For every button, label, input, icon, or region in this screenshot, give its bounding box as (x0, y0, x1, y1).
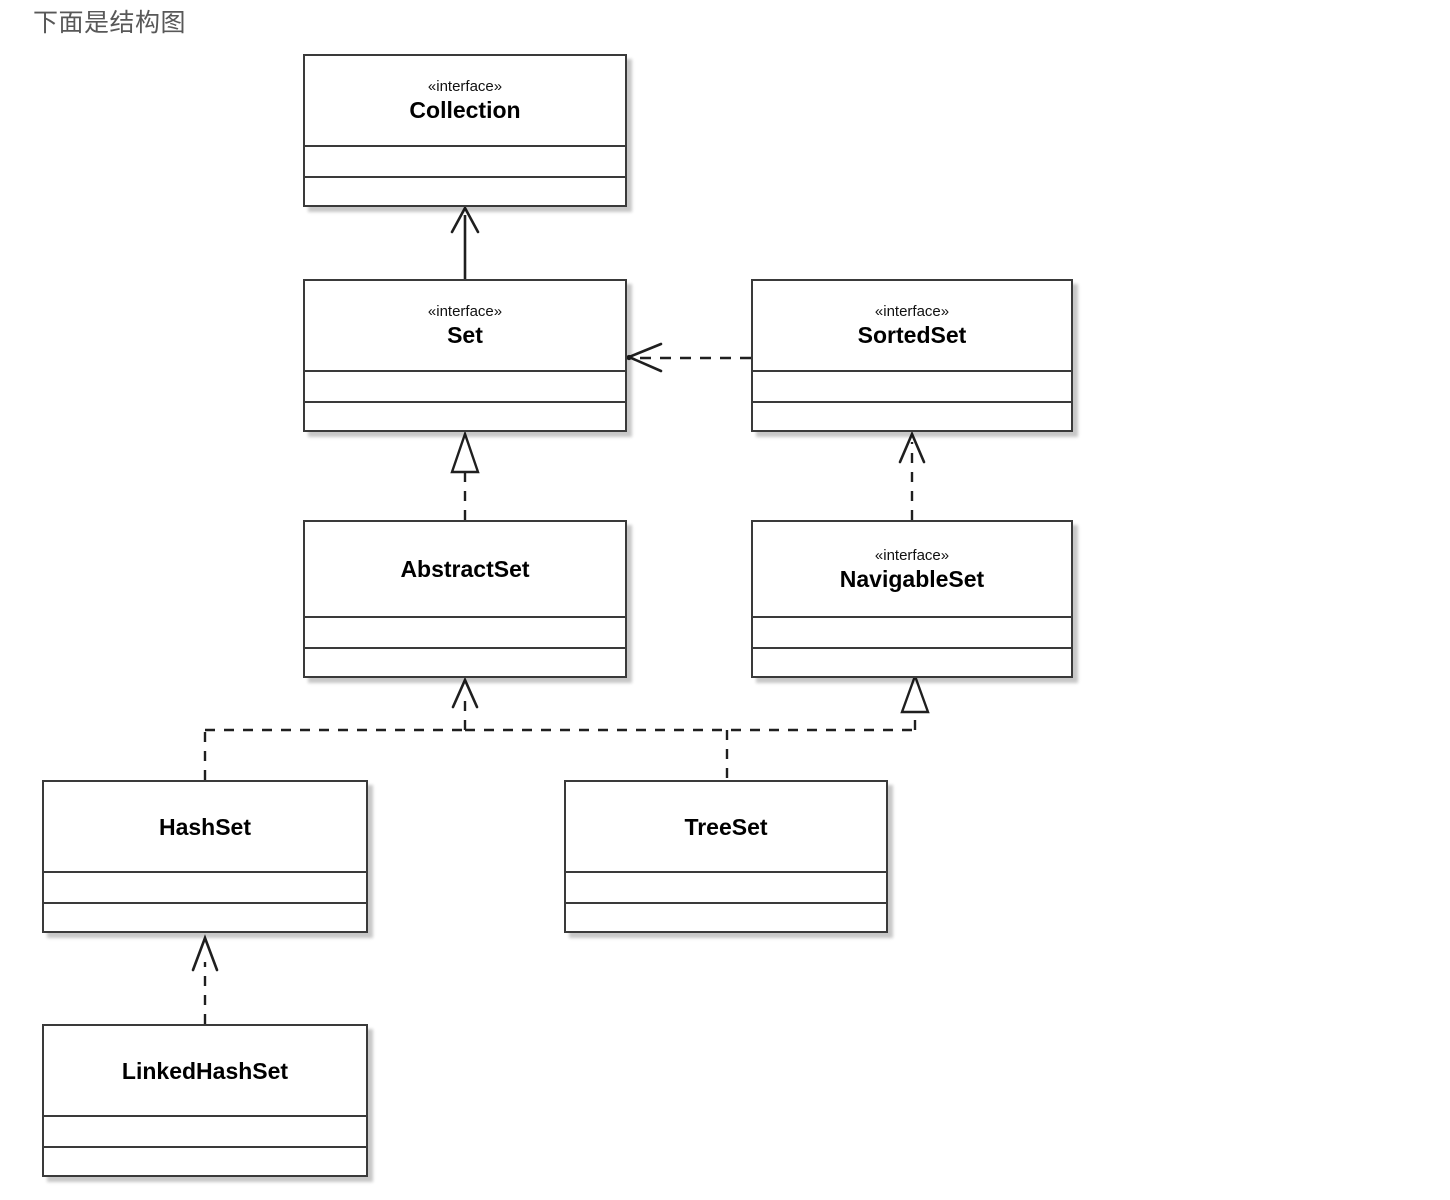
attributes-compartment (566, 873, 886, 904)
operations-compartment (753, 403, 1071, 434)
attributes-compartment (44, 1117, 366, 1148)
edge-navigableset-to-sortedset (898, 430, 926, 520)
attributes-compartment (305, 618, 625, 649)
class-name-cell: «interface» Set (305, 281, 625, 372)
class-name-cell: AbstractSet (305, 522, 625, 618)
attributes-compartment (305, 147, 625, 178)
attributes-compartment (305, 372, 625, 403)
class-title: Set (447, 322, 483, 348)
stereotype-label: «interface» (427, 303, 503, 320)
uml-class-treeset[interactable]: TreeSet (564, 780, 888, 933)
attributes-compartment (44, 873, 366, 904)
operations-compartment (305, 649, 625, 680)
edge-abstractset-to-set (450, 430, 480, 520)
class-title: HashSet (158, 813, 252, 840)
edge-treeset-to-navigableset (465, 672, 930, 780)
class-title: Collection (409, 97, 521, 123)
edge-set-to-collection (450, 205, 480, 279)
operations-compartment (753, 649, 1071, 680)
operations-compartment (305, 403, 625, 434)
attributes-compartment (753, 372, 1071, 403)
operations-compartment (305, 178, 625, 209)
edge-sortedset-to-set (625, 342, 751, 373)
class-name-cell: «interface» Collection (305, 56, 625, 147)
operations-compartment (44, 1148, 366, 1179)
uml-class-hashset[interactable]: HashSet (42, 780, 368, 933)
attributes-compartment (753, 618, 1071, 649)
class-name-cell: LinkedHashSet (44, 1026, 366, 1117)
class-name-cell: «interface» SortedSet (753, 281, 1071, 372)
class-title: NavigableSet (839, 565, 985, 592)
uml-class-collection[interactable]: «interface» Collection (303, 54, 627, 207)
uml-class-abstractset[interactable]: AbstractSet (303, 520, 627, 678)
operations-compartment (44, 904, 366, 935)
class-title: LinkedHashSet (121, 1057, 289, 1084)
class-name-cell: «interface» NavigableSet (753, 522, 1071, 618)
page-heading: 下面是结构图 (33, 9, 187, 37)
edge-hashset-to-abstractset (203, 676, 479, 780)
uml-class-linkedhashset[interactable]: LinkedHashSet (42, 1024, 368, 1177)
class-title: TreeSet (684, 813, 768, 840)
class-title: SortedSet (857, 322, 967, 348)
class-name-cell: TreeSet (566, 782, 886, 873)
uml-class-navigableset[interactable]: «interface» NavigableSet (751, 520, 1073, 678)
operations-compartment (566, 904, 886, 935)
stereotype-label: «interface» (874, 303, 950, 320)
stereotype-label: «interface» (427, 78, 503, 95)
uml-class-sortedset[interactable]: «interface» SortedSet (751, 279, 1073, 432)
uml-class-set[interactable]: «interface» Set (303, 279, 627, 432)
class-title: AbstractSet (400, 556, 530, 582)
edge-linkedhashset-to-hashset (191, 934, 219, 1024)
stereotype-label: «interface» (874, 546, 950, 564)
class-name-cell: HashSet (44, 782, 366, 873)
